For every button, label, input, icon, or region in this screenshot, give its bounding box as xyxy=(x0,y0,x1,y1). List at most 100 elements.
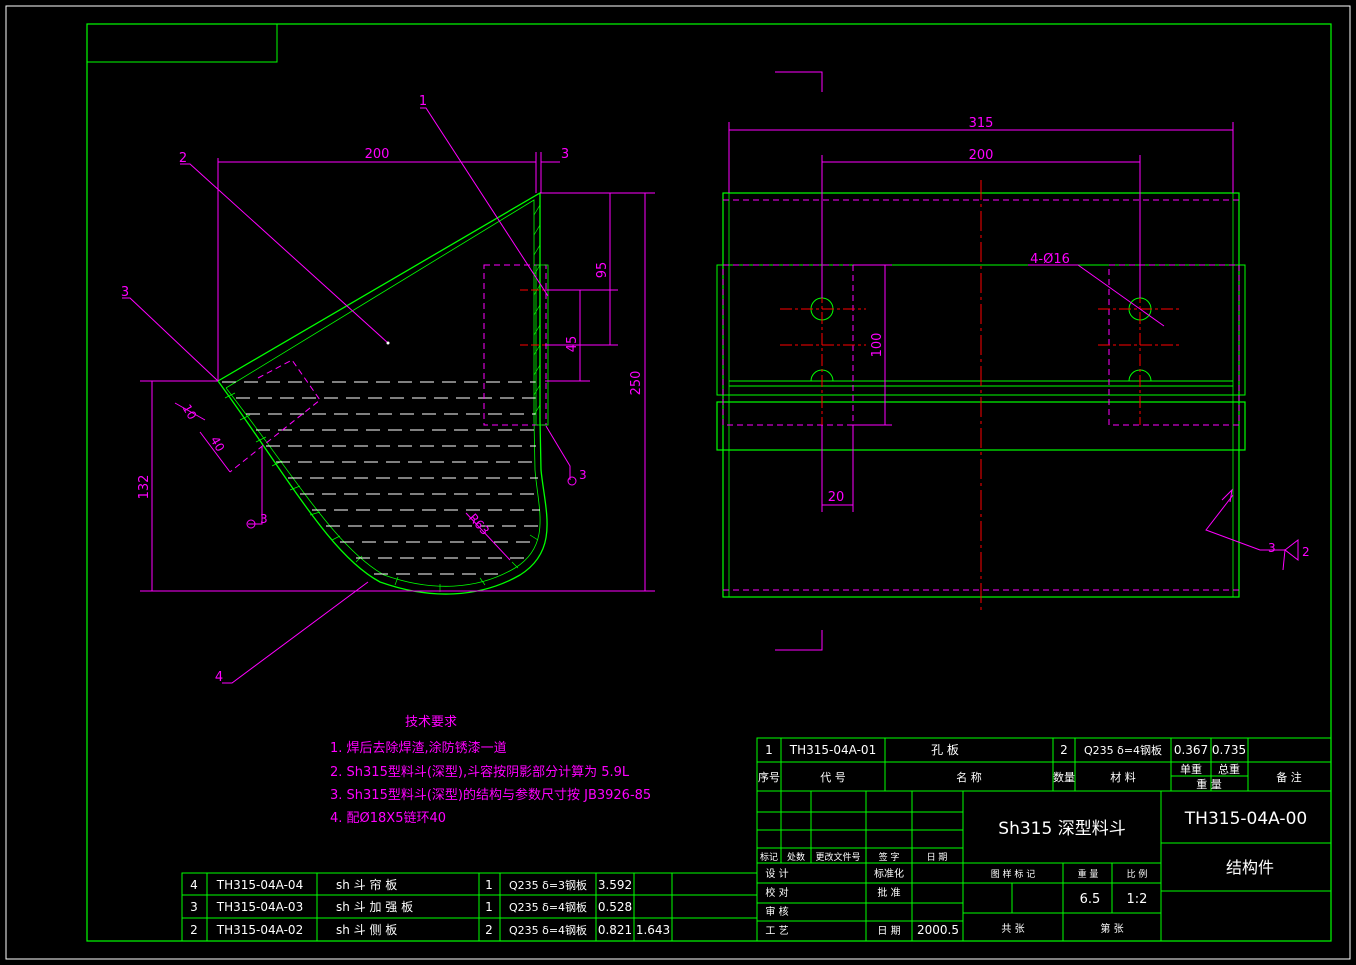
h-name: 名 称 xyxy=(956,770,982,784)
callout-2: 2 xyxy=(179,151,187,166)
h-qty: 数量 xyxy=(1053,771,1075,784)
drawing-no: TH315-04A-00 xyxy=(1184,809,1307,829)
weld-flags xyxy=(1205,488,1299,571)
callout-4: 4 xyxy=(215,670,223,685)
tb-scale-label: 比 例 xyxy=(1127,868,1148,880)
p2-total-w: 1.643 xyxy=(636,923,670,937)
p4-material: Q235 δ=3钢板 xyxy=(509,878,587,892)
dim-315: 315 xyxy=(969,116,994,131)
notes-title: 技术要求 xyxy=(405,715,457,730)
category: 结构件 xyxy=(1226,858,1274,877)
p3-name: sh 斗 加 强 板 xyxy=(336,900,413,914)
p2-no: 2 xyxy=(190,923,198,937)
p2-material: Q235 δ=4钢板 xyxy=(509,923,587,937)
p1-unit-w: 0.367 xyxy=(1174,743,1208,757)
p3-unit-w: 0.528 xyxy=(598,900,632,914)
bucket-outline xyxy=(217,191,548,595)
weld-c-text: 3 xyxy=(1268,541,1276,555)
right-dims xyxy=(728,71,1234,651)
dim-95: 95 xyxy=(595,262,610,279)
left-dims xyxy=(140,152,655,592)
p4-unit-w: 3.592 xyxy=(598,878,632,892)
technical-notes: 技术要求 1. 焊后去除焊渣,涂防锈漆一道 2. Sh315型料斗(深型),斗容… xyxy=(330,715,651,826)
tb-sheet-no: 第 张 xyxy=(1100,922,1123,935)
p3-qty: 1 xyxy=(485,900,493,914)
dim-200-right: 200 xyxy=(969,148,994,163)
title-block: Sh315 深型料斗 TH315-04A-00 结构件 标记 处数 更改文件号 … xyxy=(760,809,1307,937)
tb-date-label: 日 期 xyxy=(877,925,900,937)
capacity-hatch xyxy=(222,381,540,575)
rev-h-count: 处数 xyxy=(787,851,805,863)
p1-qty: 2 xyxy=(1060,743,1068,757)
rev-h-doc: 更改文件号 xyxy=(815,851,860,863)
note-3: 3. Sh315型料斗(深型)的结构与参数尺寸按 JB3926-85 xyxy=(330,787,651,803)
h-code: 代 号 xyxy=(820,771,846,784)
weld-b-text: 3 xyxy=(579,468,587,482)
h-no: 序号 xyxy=(758,770,780,784)
right-view: 315 200 4-Ø16 100 20 3 2 xyxy=(716,71,1310,651)
part-name: Sh315 深型料斗 xyxy=(998,819,1125,839)
dim-r63: R63 xyxy=(466,511,492,538)
weld-symbol-b xyxy=(567,476,577,486)
parts-row-1: 1 TH315-04A-01 孔 板 2 Q235 δ=4钢板 0.367 0.… xyxy=(765,743,1246,757)
p4-qty: 1 xyxy=(485,878,493,892)
callout-3: 3 xyxy=(121,285,129,300)
h-total-w: 总重 xyxy=(1218,762,1240,776)
dim-3-left: 3 xyxy=(561,147,569,162)
p3-code: TH315-04A-03 xyxy=(216,900,303,914)
p1-name: 孔 板 xyxy=(931,743,959,757)
dim-45: 45 xyxy=(565,336,580,353)
dim-40: 40 xyxy=(208,434,228,454)
dim-132: 132 xyxy=(137,475,152,500)
tb-mark-label: 图 样 标 记 xyxy=(991,868,1036,880)
bucket-inner xyxy=(225,199,541,587)
tb-check: 校 对 xyxy=(765,886,788,899)
dim-200-left: 200 xyxy=(365,147,390,162)
p1-material: Q235 δ=4钢板 xyxy=(1084,743,1162,757)
dim-100: 100 xyxy=(870,333,885,358)
h-remark: 备 注 xyxy=(1276,770,1302,784)
p1-total-w: 0.735 xyxy=(1212,743,1246,757)
tb-scale: 1:2 xyxy=(1127,892,1148,907)
tb-process: 工 艺 xyxy=(765,925,788,937)
tb-approve: 批 准 xyxy=(877,886,900,899)
note-1: 1. 焊后去除焊渣,涂防锈漆一道 xyxy=(330,740,507,756)
tb-design: 设 计 xyxy=(765,867,788,880)
reinforce-outline xyxy=(229,359,321,473)
tb-weight-label: 重 量 xyxy=(1078,868,1099,880)
h-unit-w: 单重 xyxy=(1180,762,1202,776)
p1-code: TH315-04A-01 xyxy=(789,743,876,757)
dim-250: 250 xyxy=(629,371,644,396)
p2-name: sh 斗 侧 板 xyxy=(336,923,397,937)
side-plates xyxy=(716,264,1246,396)
tb-review: 审 核 xyxy=(765,905,788,918)
parts-lower: 4 TH315-04A-04 sh 斗 帘 板 1 Q235 δ=3钢板 3.5… xyxy=(190,877,670,937)
note-4: 4. 配Ø18X5链环40 xyxy=(330,811,446,826)
tb-weight: 6.5 xyxy=(1080,892,1101,907)
wall-hatch xyxy=(224,204,541,592)
dim-10: 10 xyxy=(180,402,200,422)
h-weight: 重 量 xyxy=(1196,777,1222,791)
p4-code: TH315-04A-04 xyxy=(216,878,303,892)
p2-unit-w: 0.821 xyxy=(598,923,632,937)
p4-name: sh 斗 帘 板 xyxy=(336,877,397,892)
note-2: 2. Sh315型料斗(深型),斗容按阴影部分计算为 5.9L xyxy=(330,764,630,780)
corner-box xyxy=(87,24,278,63)
outer-frame xyxy=(5,5,1351,960)
dim-hole: 4-Ø16 xyxy=(1030,252,1070,267)
weld-symbol-a xyxy=(246,519,256,529)
p3-material: Q235 δ=4钢板 xyxy=(509,900,587,914)
rev-h-mark: 标记 xyxy=(760,851,778,863)
left-view: 200 3 95 45 250 132 10 40 R63 3 3 1 2 3 … xyxy=(121,94,655,685)
parts-header: 序号 代 号 名 称 数量 材 料 单重 总重 重 量 备 注 xyxy=(758,762,1302,791)
center-dot xyxy=(386,341,390,345)
left-leaders xyxy=(122,107,571,684)
p2-code: TH315-04A-02 xyxy=(216,923,303,937)
p1-no: 1 xyxy=(765,743,773,757)
weld-a-text: 3 xyxy=(260,512,268,526)
rev-h-sign: 签 字 xyxy=(879,851,900,863)
tb-total-sheets: 共 张 xyxy=(1001,923,1024,935)
p2-qty: 2 xyxy=(485,923,493,937)
p4-no: 4 xyxy=(190,878,198,892)
